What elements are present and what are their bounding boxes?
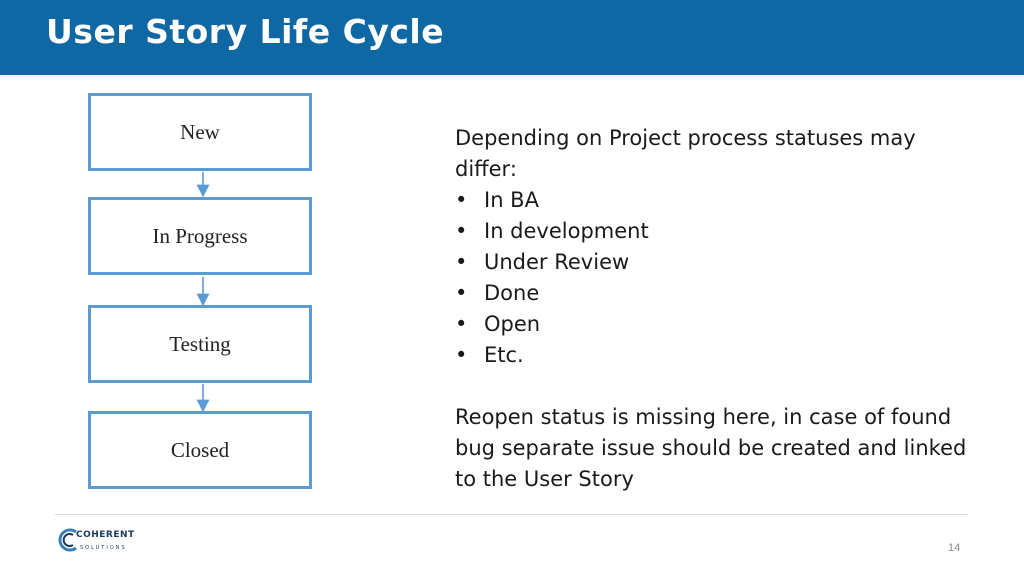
bullet-icon: • [455, 219, 468, 243]
flow-step-label: Testing [169, 331, 231, 356]
status-list-item: •Done [455, 278, 975, 309]
flow-step-label: In Progress [152, 223, 248, 248]
description-note: Reopen status is missing here, in case o… [455, 405, 967, 491]
bullet-icon: • [455, 343, 468, 367]
status-list-item: •In development [455, 216, 975, 247]
bullet-icon: • [455, 188, 468, 212]
coherent-logo-icon [58, 528, 77, 552]
status-list-item: •Open [455, 309, 975, 340]
title-bar: User Story Life Cycle [0, 0, 1024, 75]
flow-step-in-progress: In Progress [88, 197, 312, 275]
flow-step-testing: Testing [88, 305, 312, 383]
footer-divider [55, 514, 968, 515]
status-list-item: •Etc. [455, 340, 975, 371]
company-logo-tagline: SOLUTIONS [80, 545, 127, 551]
description-intro: Depending on Project process statuses ma… [455, 126, 916, 181]
status-list: •In BA •In development •Under Review •Do… [455, 185, 975, 371]
bullet-icon: • [455, 281, 468, 305]
slide-title: User Story Life Cycle [46, 12, 445, 51]
page-number: 14 [948, 542, 961, 554]
flow-step-closed: Closed [88, 411, 312, 489]
bullet-icon: • [455, 312, 468, 336]
flow-step-label: New [180, 119, 220, 144]
description-text: Depending on Project process statuses ma… [455, 123, 975, 495]
status-list-item: •Under Review [455, 247, 975, 278]
flow-step-label: Closed [170, 437, 230, 462]
status-list-item: •In BA [455, 185, 975, 216]
bullet-icon: • [455, 250, 468, 274]
spacer [455, 371, 975, 402]
flow-step-new: New [88, 93, 312, 171]
company-logo-name: COHERENT [76, 530, 135, 540]
